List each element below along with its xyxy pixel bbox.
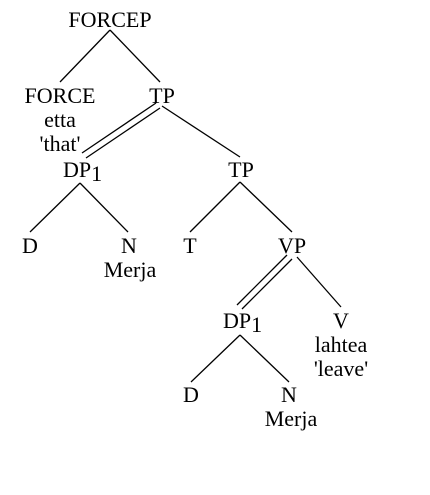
inner-dp-index: 1 xyxy=(251,312,262,337)
subject-dp-index: 1 xyxy=(91,161,102,186)
node-tp-lower: TP xyxy=(228,157,254,182)
gloss-that: 'that' xyxy=(40,131,81,156)
branch-tp-vp xyxy=(239,181,293,233)
branch-dp-n xyxy=(79,182,129,233)
movement-line-tp-dp-a xyxy=(81,102,157,154)
node-forcep: FORCEP xyxy=(68,7,151,32)
movement-line-vp-dp-a xyxy=(236,254,288,306)
tree-branches xyxy=(29,29,342,383)
tree-nodes: FORCEP FORCE etta 'that' TP DP1 TP D N M… xyxy=(22,7,368,431)
node-inner-dp: DP1 xyxy=(223,308,262,337)
word-merja-subject: Merja xyxy=(104,257,157,282)
node-v: V xyxy=(333,308,349,333)
node-tp-top: TP xyxy=(149,83,175,108)
node-force: FORCE xyxy=(25,83,96,108)
node-subject-d: D xyxy=(22,233,38,258)
movement-line-vp-dp-b xyxy=(241,258,293,310)
word-etta: etta xyxy=(44,107,76,132)
branch-forcep-force xyxy=(59,29,111,83)
branch-tp-tp xyxy=(161,105,241,158)
branch-dp-d xyxy=(29,182,81,233)
movement-line-tp-dp-b xyxy=(85,107,161,159)
branch-innerdp-n xyxy=(239,334,290,383)
node-t: T xyxy=(183,233,197,258)
node-inner-d: D xyxy=(183,382,199,407)
word-merja-inner: Merja xyxy=(265,406,318,431)
branch-vp-v xyxy=(296,256,342,308)
node-inner-n: N xyxy=(281,382,297,407)
node-subject-dp: DP1 xyxy=(63,157,102,186)
subject-dp-label: DP xyxy=(63,157,91,182)
branch-tp-t xyxy=(189,181,241,233)
word-lahtea: lahtea xyxy=(315,332,368,357)
gloss-leave: 'leave' xyxy=(314,356,368,381)
branch-innerdp-d xyxy=(190,334,241,383)
inner-dp-label: DP xyxy=(223,308,251,333)
branch-forcep-tp xyxy=(109,29,161,83)
node-subject-n: N xyxy=(121,233,137,258)
node-vp: VP xyxy=(278,233,306,258)
